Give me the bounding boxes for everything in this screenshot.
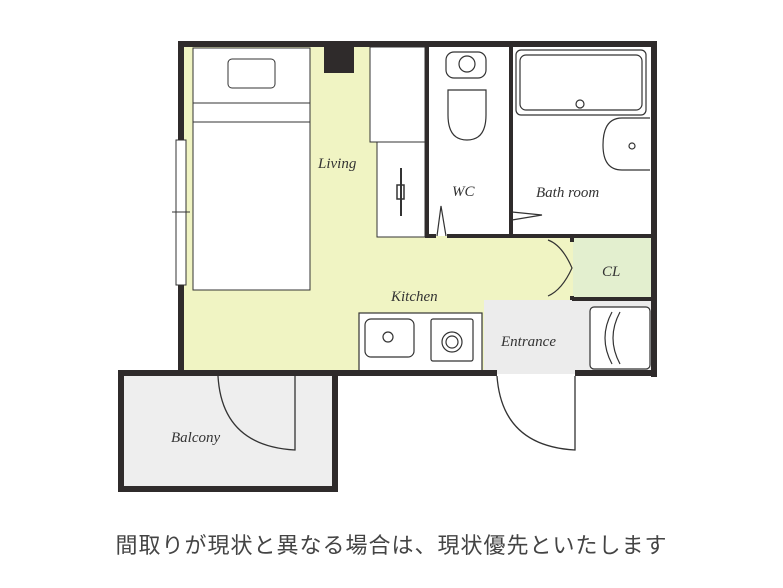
closet-upper <box>369 46 426 143</box>
bathtub-icon <box>515 49 647 116</box>
disclaimer-caption: 間取りが現状と異なる場合は、現状優先といたします <box>115 534 668 559</box>
label-wc: WC <box>452 184 475 200</box>
tv-icon <box>396 168 405 216</box>
label-bathroom: Bath room <box>536 185 599 201</box>
sink-icon <box>602 117 650 171</box>
interior-walls <box>425 46 652 301</box>
bed-icon <box>192 47 311 291</box>
kitchen-counter <box>358 312 483 373</box>
exterior-doors <box>217 375 576 451</box>
label-living: Living <box>317 156 357 172</box>
label-balcony: Balcony <box>171 430 220 446</box>
pillar <box>324 46 354 73</box>
label-entrance: Entrance <box>500 334 556 350</box>
washing-machine-icon <box>589 306 651 370</box>
outer-walls <box>118 41 657 377</box>
toilet-icon <box>445 51 487 141</box>
label-kitchen: Kitchen <box>390 289 438 305</box>
balcony-area <box>118 370 338 492</box>
closet-area <box>573 238 651 298</box>
door-swings <box>436 205 573 297</box>
label-cl: CL <box>602 264 620 280</box>
